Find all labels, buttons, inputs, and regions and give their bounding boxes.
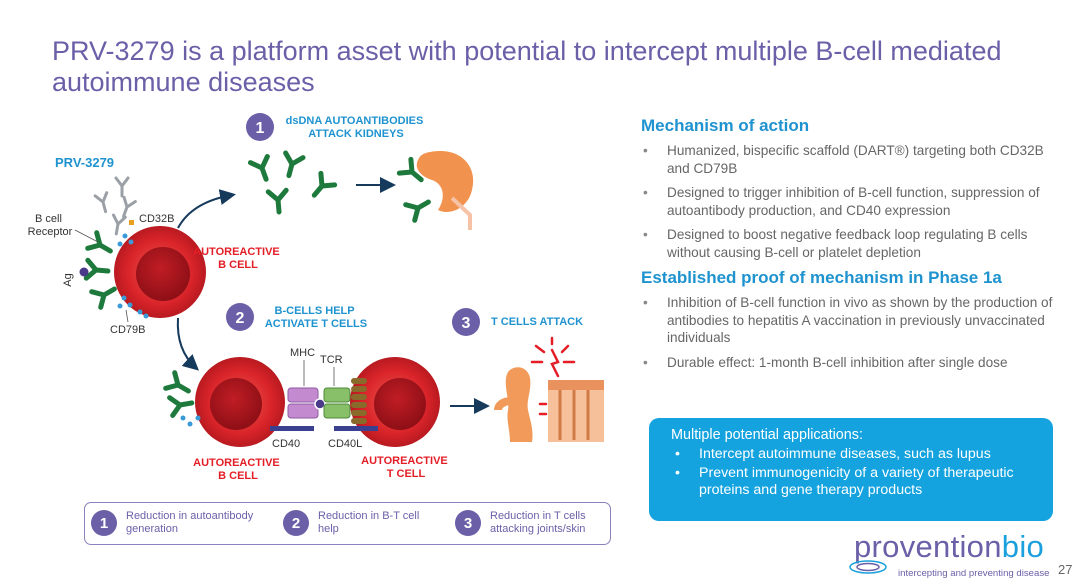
mhc-molecule	[287, 387, 319, 403]
applications-list: Intercept autoimmune diseases, such as l…	[671, 446, 1039, 499]
drug-antibody-icon	[93, 191, 113, 215]
svg-text:3: 3	[462, 315, 471, 332]
application-item: Prevent immunogenicity of a variety of t…	[671, 465, 1039, 499]
outcome-legend: 1 Reduction in autoantibody generation 2…	[84, 502, 611, 545]
arrow-to-bt-interaction	[176, 317, 199, 371]
b-cell-receptor-icon	[86, 260, 108, 280]
step-1-label: dsDNA AUTOANTIBODIES ATTACK KIDNEYS	[286, 115, 427, 140]
application-item: Intercept autoimmune diseases, such as l…	[671, 446, 1039, 463]
step-3-badge	[452, 308, 480, 336]
inflammation-burst-icon	[530, 336, 576, 416]
autoreactive-b-cell-top-label: AUTOREACTIVE B CELL	[193, 246, 283, 271]
mhc-molecule	[287, 403, 319, 419]
step-2-badge	[226, 303, 254, 331]
antigen-icon	[79, 267, 89, 277]
b-cell-receptor-label: B cell Receptor	[28, 213, 73, 238]
drug-antibody-icon	[116, 195, 137, 220]
page-title: PRV-3279 is a platform asset with potent…	[52, 36, 1002, 97]
drug-antibody-icon	[108, 213, 127, 237]
autoantibodies-cluster	[250, 153, 334, 213]
legend-number-1: 1	[91, 510, 117, 536]
svg-text:2: 2	[236, 310, 245, 327]
logo-swirl-icon	[849, 560, 887, 574]
logo-wordmark: proventionbio	[854, 529, 1045, 564]
mhc-label: MHC	[290, 347, 315, 359]
cd40l-label: CD40L	[328, 438, 362, 450]
mechanism-heading: Mechanism of action	[641, 116, 810, 135]
drug-antibody-icon	[114, 176, 130, 198]
applications-box: Multiple potential applications: Interce…	[649, 418, 1053, 521]
tcr-molecule	[323, 403, 351, 419]
legend-text-1: Reduction in autoantibody generation	[126, 510, 254, 535]
logo-tagline: intercepting and preventing disease	[898, 568, 1050, 579]
joint-icon	[494, 367, 533, 442]
legend-number-2: 2	[283, 510, 309, 536]
tcr-label: TCR	[320, 354, 343, 366]
cd79b-dots	[180, 415, 201, 427]
step-2-label: B-CELLS HELP ACTIVATE T CELLS	[265, 305, 367, 330]
autoreactive-b-cell-bottom-label: AUTOREACTIVE B CELL	[193, 457, 283, 482]
proof-bullets: Inhibition of B-cell function in vivo as…	[641, 294, 1061, 371]
mechanism-bullet: Designed to trigger inhibition of B-cell…	[641, 184, 1061, 219]
kidney-icon	[399, 150, 474, 230]
mechanism-bullet: Designed to boost negative feedback loop…	[641, 226, 1061, 261]
mechanism-diagram: PRV-3279 B cell Receptor CD32B Ag CD79B …	[28, 113, 604, 482]
applications-heading: Multiple potential applications:	[671, 427, 863, 443]
svg-text:1: 1	[256, 120, 265, 137]
cd32b-marker	[129, 220, 134, 225]
legend-text-3: Reduction in T cells attacking joints/sk…	[490, 510, 586, 535]
b-cell-receptor-icon	[166, 373, 193, 399]
cd40-bar	[270, 426, 314, 431]
step-3-label: T CELLS ATTACK	[491, 316, 583, 328]
cd32b-label: CD32B	[139, 213, 174, 225]
proof-heading: Established proof of mechanism in Phase …	[641, 268, 1002, 287]
cd79b-pointer	[125, 309, 129, 323]
b-cell-receptor-icon	[170, 394, 194, 415]
b-cell-nucleus	[136, 247, 190, 301]
t-cell-nucleus	[374, 378, 426, 430]
cd79b-dots	[117, 233, 149, 319]
drug-label: PRV-3279	[55, 155, 114, 170]
skin-icon	[548, 380, 604, 442]
b-cell-receptor-icon	[92, 281, 119, 307]
cd40-label: CD40	[272, 438, 300, 450]
proof-bullet: Durable effect: 1-month B-cell inhibitio…	[641, 354, 1061, 372]
proof-bullet: Inhibition of B-cell function in vivo as…	[641, 294, 1061, 347]
receptor-pointer	[74, 229, 99, 243]
cd40l-coils	[351, 378, 367, 424]
cd40l-bar	[334, 426, 378, 431]
b-cell-receptor-icon	[88, 233, 115, 259]
step-1-badge	[246, 113, 274, 141]
arrow-to-autoantibodies	[177, 189, 236, 229]
b-cell-bottom-nucleus	[210, 378, 262, 430]
company-logo: proventionbio intercepting and preventin…	[848, 528, 1058, 579]
ag-label: Ag	[62, 273, 74, 286]
right-panel: Mechanism of action Humanized, bispecifi…	[641, 116, 1061, 378]
legend-item-2: 2 Reduction in B-T cell help	[283, 503, 419, 543]
legend-text-2: Reduction in B-T cell help	[318, 510, 420, 535]
legend-item-1: 1 Reduction in autoantibody generation	[91, 503, 253, 543]
tcr-molecule	[323, 387, 351, 403]
page-number: 27	[1058, 562, 1073, 577]
mechanism-bullet: Humanized, bispecific scaffold (DART®) t…	[641, 142, 1061, 177]
legend-number-3: 3	[455, 510, 481, 536]
autoreactive-t-cell-label: AUTOREACTIVE T CELL	[361, 455, 451, 480]
legend-item-3: 3 Reduction in T cells attacking joints/…	[455, 503, 586, 543]
cd79b-label: CD79B	[110, 324, 145, 336]
mechanism-bullets: Humanized, bispecific scaffold (DART®) t…	[641, 142, 1061, 261]
